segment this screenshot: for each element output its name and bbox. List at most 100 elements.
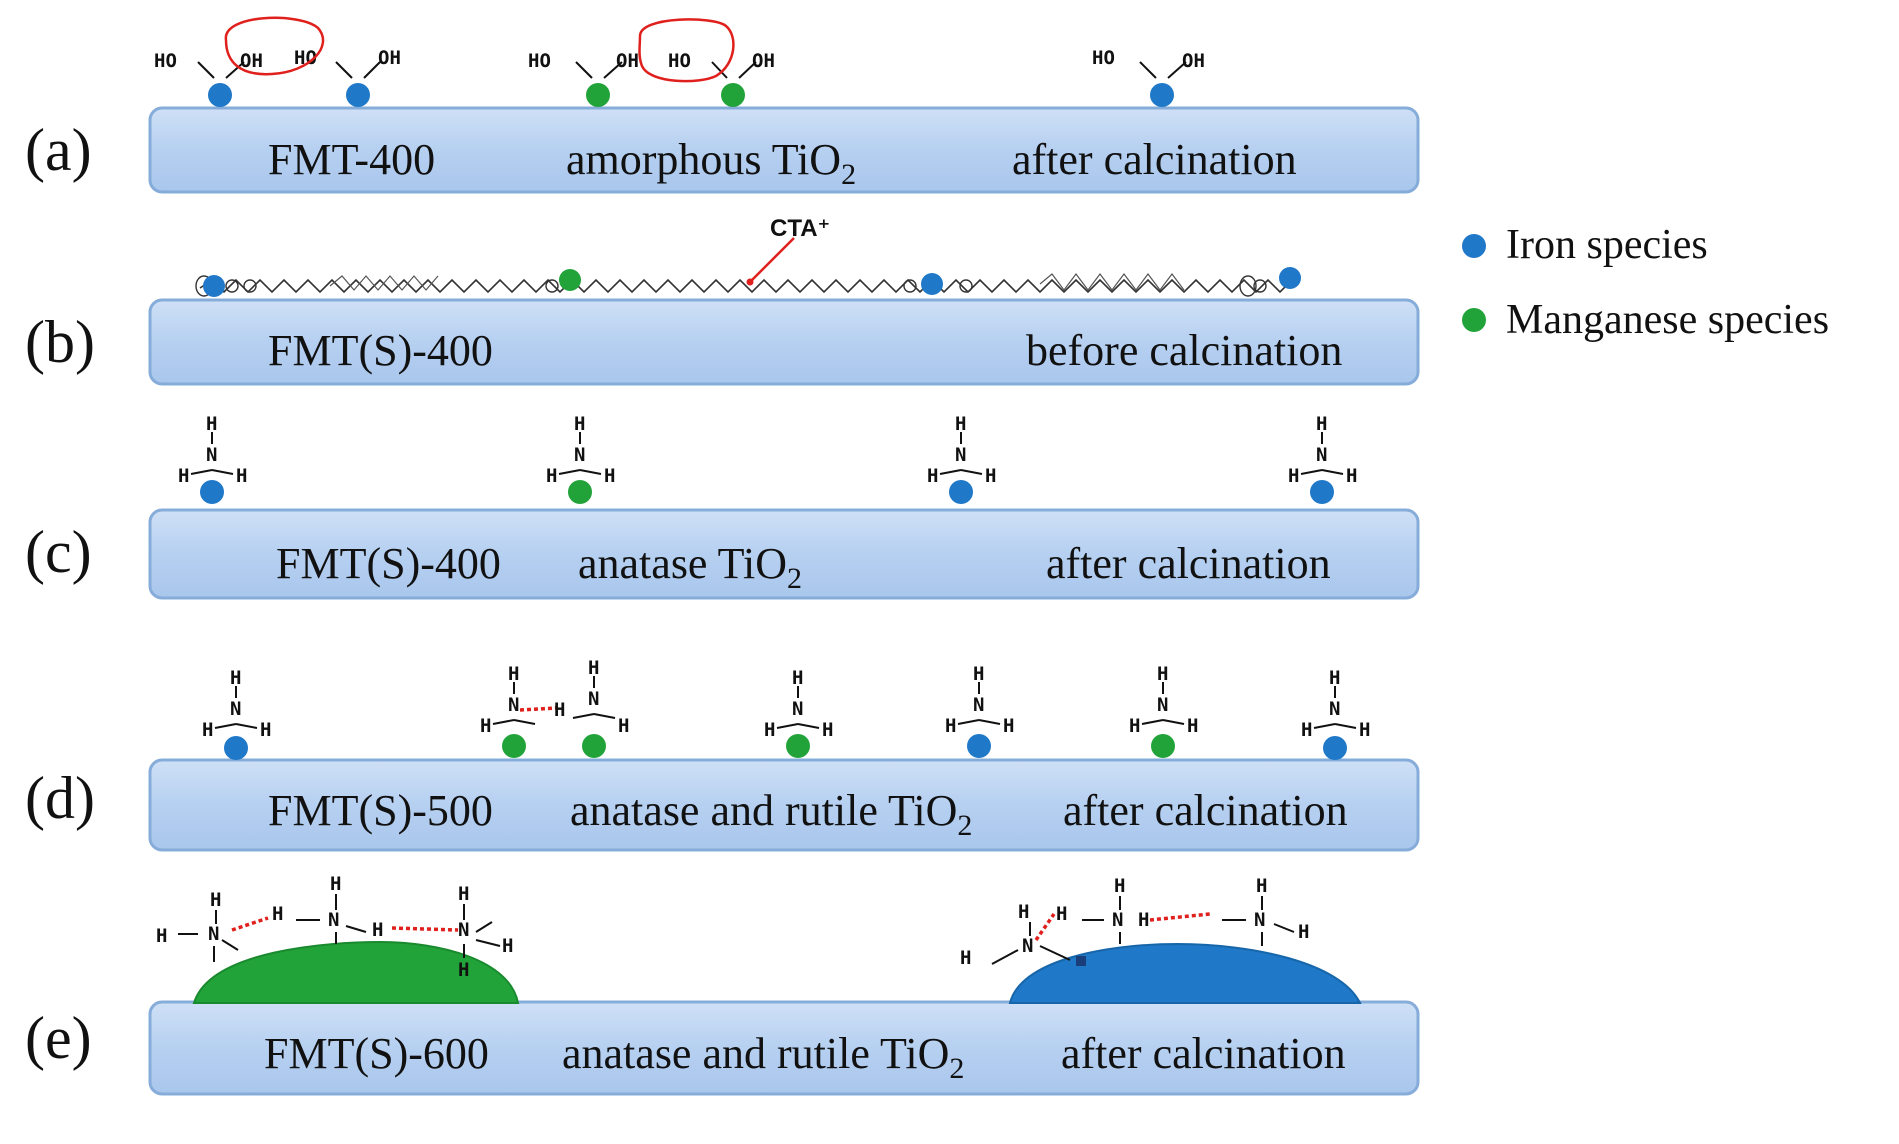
svg-text:N: N (1112, 909, 1123, 931)
svg-text:OH: OH (616, 50, 639, 72)
svg-text:H: H (792, 667, 803, 689)
svg-text:HO: HO (154, 50, 177, 72)
svg-text:OH: OH (378, 47, 401, 69)
sample-label-b: FMT(S)-400 (268, 326, 493, 375)
iron-site (967, 734, 991, 758)
sample-label-c: FMT(S)-400 (276, 539, 501, 588)
nh3-site-c4: H N H H (1288, 413, 1357, 504)
manganese-site (582, 734, 606, 758)
substrate-bar-b (148, 298, 1420, 386)
svg-text:N: N (588, 688, 599, 710)
svg-text:H: H (272, 903, 283, 925)
iron-site (346, 83, 370, 107)
svg-text:H: H (1288, 465, 1299, 487)
iron-site (921, 273, 943, 295)
svg-text:H: H (260, 719, 271, 741)
svg-text:H: H (236, 465, 247, 487)
svg-text:N: N (508, 694, 519, 716)
svg-text:H: H (973, 663, 984, 685)
cta-label: CTA⁺ (770, 215, 830, 242)
svg-text:H: H (480, 715, 491, 737)
svg-text:N: N (1022, 935, 1033, 957)
hydrogen-bond-d (519, 706, 557, 712)
nh3-site-d2: H N H (480, 663, 536, 758)
svg-text:OH: OH (240, 50, 263, 72)
hydroxyl-site-5: HO OH (1092, 47, 1205, 107)
svg-text:H: H (230, 667, 241, 689)
svg-text:HO: HO (528, 50, 551, 72)
iron-legend-label: Iron species (1506, 222, 1708, 268)
panel-letter-b: (b) (25, 309, 95, 375)
svg-text:H: H (554, 699, 565, 721)
hydroxyl-pair-highlight-2 (638, 18, 735, 83)
nh3-site-d7: H N H H (1301, 667, 1370, 760)
iron-legend-marker (1462, 234, 1486, 258)
manganese-legend-label: Manganese species (1506, 297, 1829, 343)
svg-text:N: N (1157, 694, 1168, 716)
svg-text:H: H (985, 465, 996, 487)
svg-text:N: N (1329, 698, 1340, 720)
state-label-e: after calcination (1061, 1029, 1346, 1078)
svg-text:H: H (574, 413, 585, 435)
svg-text:N: N (208, 923, 219, 945)
nh3-site-d6: H N H H (1129, 663, 1198, 758)
svg-text:H: H (1301, 719, 1312, 741)
nh3-group-e-fe: H N H H H N H H N H (960, 875, 1309, 969)
manganese-site (502, 734, 526, 758)
svg-text:N: N (955, 444, 966, 466)
panel-letter-c: (c) (25, 519, 92, 585)
svg-text:N: N (230, 698, 241, 720)
manganese-site (786, 734, 810, 758)
iron-site (949, 480, 973, 504)
svg-text:H: H (156, 925, 167, 947)
iron-site (1310, 480, 1334, 504)
svg-text:HO: HO (1092, 47, 1115, 69)
iron-site (1323, 736, 1347, 760)
manganese-site (721, 83, 745, 107)
svg-text:OH: OH (1182, 50, 1205, 72)
substrate-bar-a (148, 106, 1420, 194)
svg-text:H: H (1316, 413, 1327, 435)
manganese-site (568, 480, 592, 504)
hydroxyl-site-3: HO OH (528, 50, 639, 107)
iron-site (203, 275, 225, 297)
svg-text:H: H (458, 959, 469, 981)
manganese-legend-marker (1462, 308, 1486, 332)
svg-text:H: H (927, 465, 938, 487)
nh3-group-e-mn: H N H H H N H H N H H (156, 873, 513, 981)
nh3-site-d4: H N H H (764, 667, 833, 758)
nh3-site-c1: H N H H (178, 413, 247, 504)
svg-text:HO: HO (294, 47, 317, 69)
panel-letter-d: (d) (25, 765, 95, 831)
svg-text:H: H (822, 719, 833, 741)
svg-text:N: N (206, 444, 217, 466)
iron-site (1279, 267, 1301, 289)
substrate-bar-d (148, 758, 1420, 852)
hydroxyl-site-1: HO OH (154, 50, 263, 107)
svg-text:H: H (502, 935, 513, 957)
svg-text:N: N (973, 694, 984, 716)
iron-site (1150, 83, 1174, 107)
svg-text:N: N (792, 698, 803, 720)
nh3-site-d5: H N H H (945, 663, 1014, 758)
phase-label-a: amorphous TiO2 (566, 135, 856, 191)
svg-text:N: N (458, 919, 469, 941)
svg-text:H: H (330, 873, 341, 895)
iron-oxide-aggregate (1008, 942, 1362, 1004)
svg-text:H: H (1157, 663, 1168, 685)
iron-site (224, 736, 248, 760)
svg-text:H: H (1187, 715, 1198, 737)
svg-text:H: H (206, 413, 217, 435)
svg-text:H: H (1329, 667, 1340, 689)
manganese-oxide-aggregate (192, 940, 520, 1004)
state-label-a: after calcination (1012, 135, 1297, 184)
svg-text:H: H (945, 715, 956, 737)
svg-text:H: H (1298, 921, 1309, 943)
svg-text:H: H (955, 413, 966, 435)
sample-label-d: FMT(S)-500 (268, 786, 493, 835)
hydroxyl-pair-highlight-1 (224, 16, 325, 76)
sample-label-a: FMT-400 (268, 135, 435, 184)
sample-label-e: FMT(S)-600 (264, 1029, 489, 1078)
nh3-site-d3: H N H H (554, 657, 629, 758)
